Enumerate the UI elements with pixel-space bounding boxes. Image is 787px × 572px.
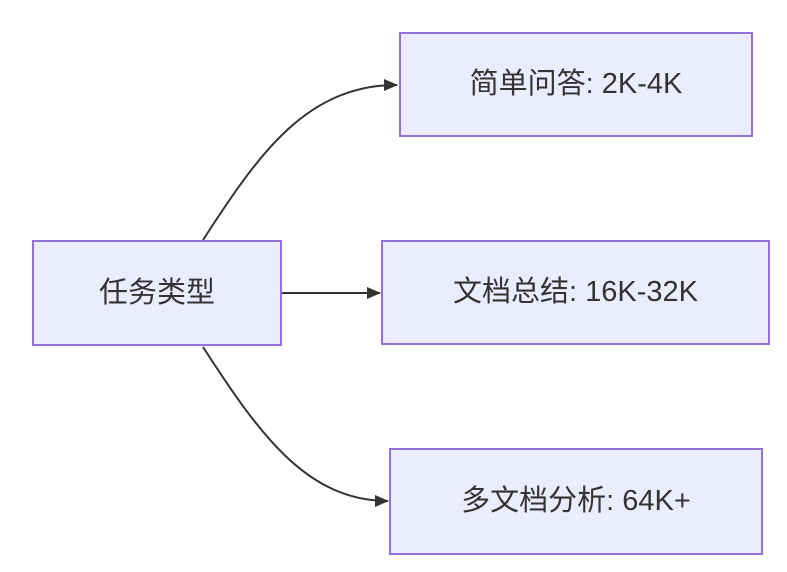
node-simple-qa: 简单问答: 2K-4K (399, 32, 753, 137)
edge-task-type-to-simple-qa (202, 79, 398, 241)
node-task-type-label: 任务类型 (98, 276, 215, 309)
node-doc-summary-label: 文档总结: 16K-32K (453, 276, 698, 309)
edge-task-type-to-multi-doc (202, 346, 389, 507)
node-task-type: 任务类型 (32, 240, 282, 346)
node-simple-qa-label: 简单问答: 2K-4K (469, 68, 683, 101)
node-multi-doc: 多文档分析: 64K+ (389, 448, 763, 555)
node-doc-summary: 文档总结: 16K-32K (381, 240, 770, 345)
node-multi-doc-label: 多文档分析: 64K+ (461, 485, 691, 518)
